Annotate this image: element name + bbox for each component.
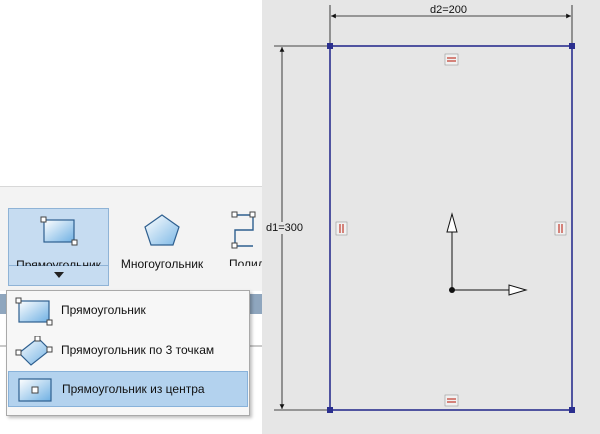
rectangle-tool-dropdown-button[interactable] [8,266,109,286]
corner-point[interactable] [569,407,575,413]
height-dimension-label[interactable]: d1=300 [266,222,304,234]
corner-point[interactable] [327,407,333,413]
width-dimension-label[interactable]: d2=200 [430,4,468,16]
chevron-down-icon [54,272,64,278]
pentagon-icon [144,214,180,246]
rectangle-icon [15,297,53,326]
polyline-tool-button[interactable]: Полил [215,208,262,266]
sketch-drawing [274,5,575,413]
corner-point[interactable] [569,43,575,49]
vertical-constraint-icon[interactable] [554,221,567,236]
horizontal-constraint-icon[interactable] [444,394,459,407]
menu-item-rectangle-3-points[interactable]: Прямоугольник по 3 точкам [8,333,248,369]
rotated-rectangle-icon [15,336,53,366]
horizontal-constraint-icon[interactable] [444,53,459,66]
rectangle-tool-button[interactable]: Прямоугольник [8,208,109,272]
menu-item-label: Прямоугольник [61,303,146,317]
polyline-icon [231,211,256,249]
polygon-tool-label: Многоугольник [120,257,204,271]
menu-item-rectangle[interactable]: Прямоугольник [8,293,248,329]
menu-item-rectangle-from-center[interactable]: Прямоугольник из центра [8,371,248,407]
polyline-tool-label: Полил [229,257,262,266]
origin-axes-icon [446,212,528,296]
polygon-tool-button[interactable]: Многоугольник [113,208,211,271]
sketch-canvas[interactable]: d2=200 d1=300 [262,0,600,434]
corner-point[interactable] [327,43,333,49]
center-rectangle-icon [18,378,52,402]
rectangle-dropdown-menu: Прямоугольник Прямоугольник по 3 точкам [6,290,250,416]
sketch-rectangle[interactable] [329,45,573,411]
rectangle-icon [40,216,78,246]
left-panel: Прямоугольник Многоугольник Полил [0,0,262,434]
vertical-constraint-icon[interactable] [335,221,348,236]
menu-item-label: Прямоугольник по 3 точкам [61,343,215,357]
width-dimension[interactable] [329,5,573,44]
menu-item-label: Прямоугольник из центра [62,382,205,396]
